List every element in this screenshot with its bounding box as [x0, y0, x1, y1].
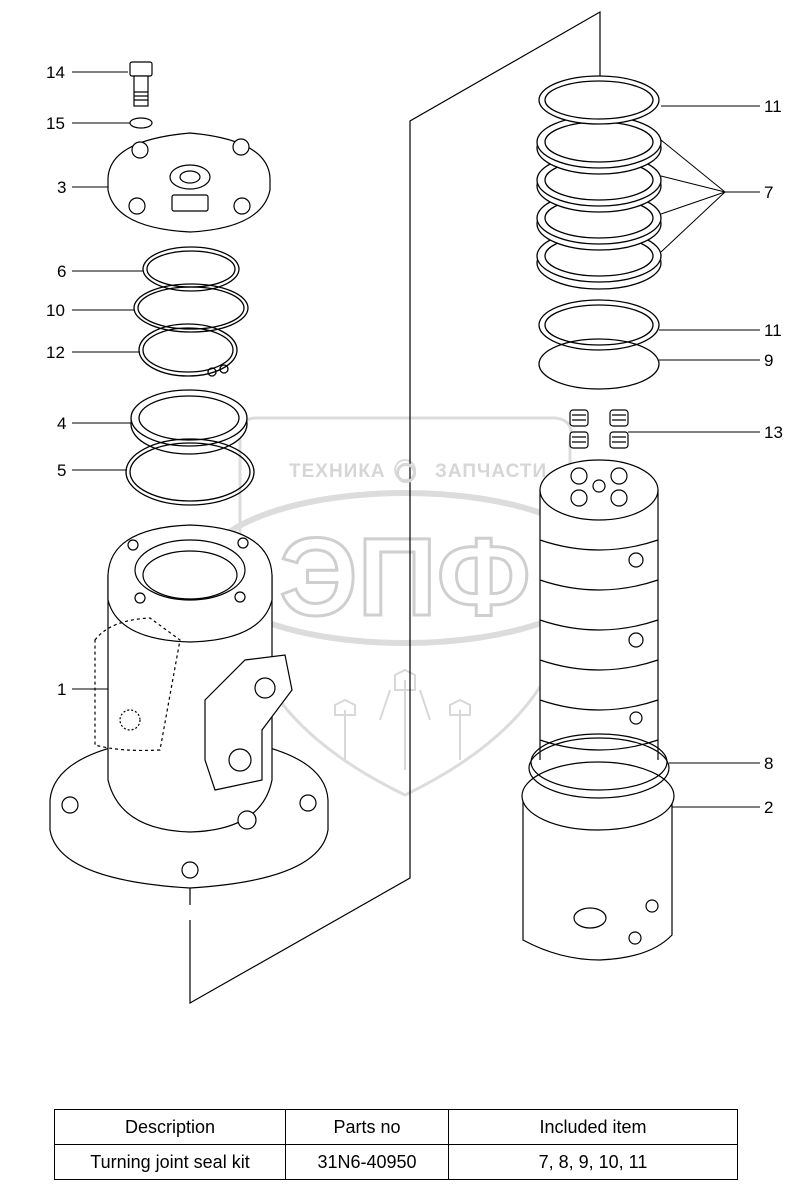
callout-11-top: 11	[764, 97, 782, 116]
seal-stack-part-7-11	[536, 75, 662, 290]
plug-part-13	[569, 409, 629, 449]
callout-5: 5	[57, 461, 67, 480]
parts-table: Description Parts no Included item Turni…	[54, 1109, 738, 1180]
seal-ring-part-4	[130, 389, 248, 455]
callout-8: 8	[764, 754, 774, 773]
column-header-included-item: Included item	[448, 1109, 738, 1145]
callout-10: 10	[46, 301, 65, 320]
callout-15: 15	[46, 114, 65, 133]
connection-lines	[189, 10, 601, 1005]
callout-14: 14	[46, 63, 65, 82]
cell-parts-no: 31N6-40950	[285, 1144, 449, 1180]
ring-part-11-lower	[538, 299, 660, 351]
watermark-left-text: ТЕХНИКА	[289, 461, 386, 482]
spacer-ring-part-5	[125, 438, 255, 506]
callout-2: 2	[764, 798, 774, 817]
watermark-wheat-icon	[334, 668, 471, 770]
gear-icon	[396, 463, 416, 483]
callout-11-lower: 11	[764, 321, 782, 340]
callout-12: 12	[46, 343, 65, 362]
callout-6: 6	[57, 262, 67, 281]
cell-description: Turning joint seal kit	[54, 1144, 286, 1180]
cover-part-3	[107, 132, 271, 233]
callout-3: 3	[57, 178, 67, 197]
watermark-logo-text: ЭПФ	[279, 516, 530, 639]
washer-part-15	[129, 117, 153, 129]
column-header-description: Description	[54, 1109, 286, 1145]
body-part-1	[49, 524, 329, 905]
o-ring-part-9	[538, 338, 660, 390]
bolt-part-14	[129, 61, 153, 107]
leader-lines	[72, 71, 760, 808]
callout-4: 4	[57, 414, 67, 433]
callout-1: 1	[57, 680, 67, 699]
table-row: Turning joint seal kit 31N6-40950 7, 8, …	[54, 1144, 738, 1180]
callout-13: 13	[764, 423, 783, 442]
shaft-part-2	[521, 459, 675, 961]
cell-included-item: 7, 8, 9, 10, 11	[448, 1144, 738, 1180]
backup-ring-part-10	[133, 283, 249, 333]
retaining-ring-part-12	[138, 323, 238, 377]
column-header-parts-no: Parts no	[285, 1109, 449, 1145]
callout-9: 9	[764, 351, 774, 370]
callout-7: 7	[764, 183, 774, 202]
table-header-row: Description Parts no Included item	[54, 1109, 738, 1145]
watermark-right-text: ЗАПЧАСТИ	[435, 461, 548, 482]
